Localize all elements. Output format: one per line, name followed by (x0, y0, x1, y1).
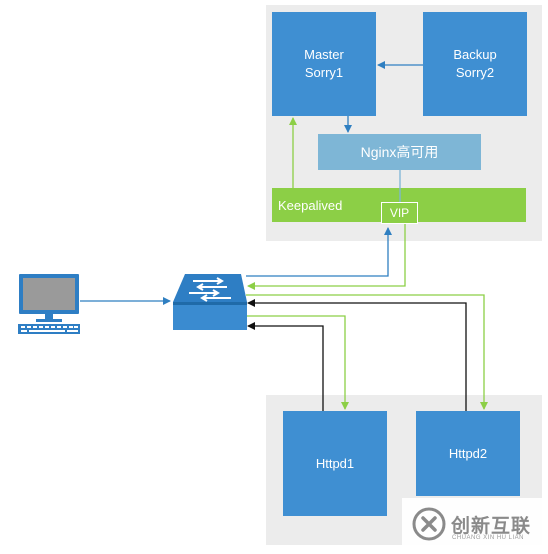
computer-icon (16, 273, 82, 335)
network-switch-icon (171, 272, 249, 332)
vip-box: VIP (381, 202, 418, 224)
arrow-vip-to-switch (247, 224, 406, 290)
arrow-httpd2-to-switch (247, 299, 467, 411)
arrow-switch-to-httpd1 (246, 315, 349, 410)
watermark-brand: 创新互联 (451, 516, 532, 537)
arrow-switch-to-vip (246, 227, 392, 277)
backup-server: Backup Sorry2 (423, 12, 527, 116)
master-sublabel: Sorry1 (304, 65, 344, 80)
backup-sublabel: Sorry2 (455, 65, 495, 80)
httpd2-label: Httpd2 (448, 445, 488, 461)
arrow-switch-to-httpd2 (246, 294, 488, 410)
httpd2-server: Httpd2 (416, 411, 520, 496)
backup-label: Backup (453, 47, 497, 62)
httpd1-server: Httpd1 (283, 411, 387, 516)
nginx-ha-box: Nginx高可用 (318, 134, 481, 170)
nginx-ha-label: Nginx高可用 (360, 144, 439, 160)
master-label: Master (304, 47, 344, 62)
keepalived-label: Keepalived (278, 197, 343, 213)
watermark-subtext: CHUANG XIN HU LIAN (452, 535, 525, 541)
watermark-logo-icon (412, 507, 446, 541)
master-server: Master Sorry1 (272, 12, 376, 116)
httpd1-label: Httpd1 (315, 455, 355, 471)
arrow-httpd1-to-switch (247, 322, 324, 411)
vip-label: VIP (389, 206, 410, 220)
